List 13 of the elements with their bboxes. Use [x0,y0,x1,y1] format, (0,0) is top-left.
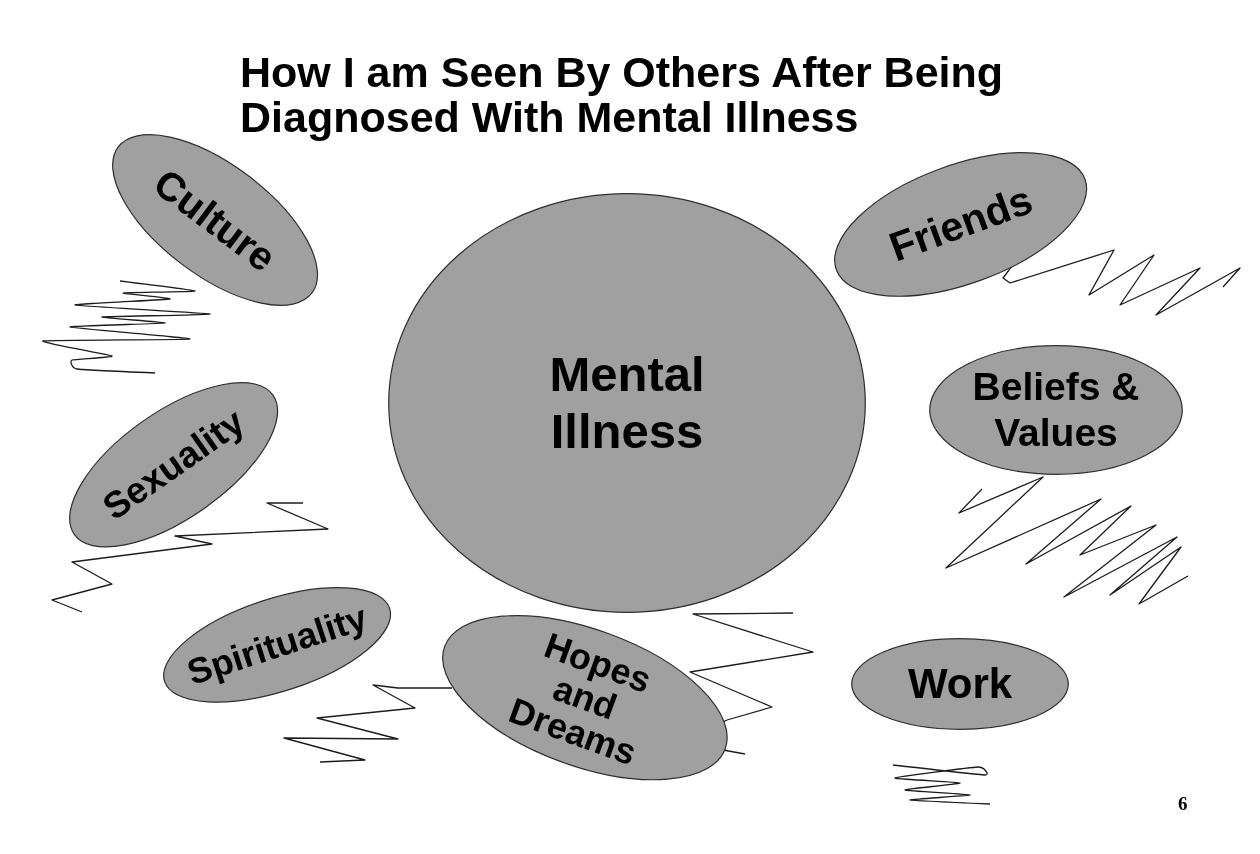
node-label: Work [906,660,1014,708]
oval-node [162,587,392,703]
node-label: Friends [882,175,1040,273]
node-label: Mental Illness [548,346,706,460]
node-label: Beliefs & Values [971,364,1141,456]
page-number: 6 [1178,794,1188,814]
oval-node [929,345,1183,475]
diagram-title: How I am Seen By Others After Being Diagnosed With Mental Illness [240,50,1005,140]
circle-node [388,193,866,613]
oval-node [834,151,1088,297]
oval-node [442,615,728,781]
oval-node [69,382,279,548]
oval-node [851,638,1069,730]
